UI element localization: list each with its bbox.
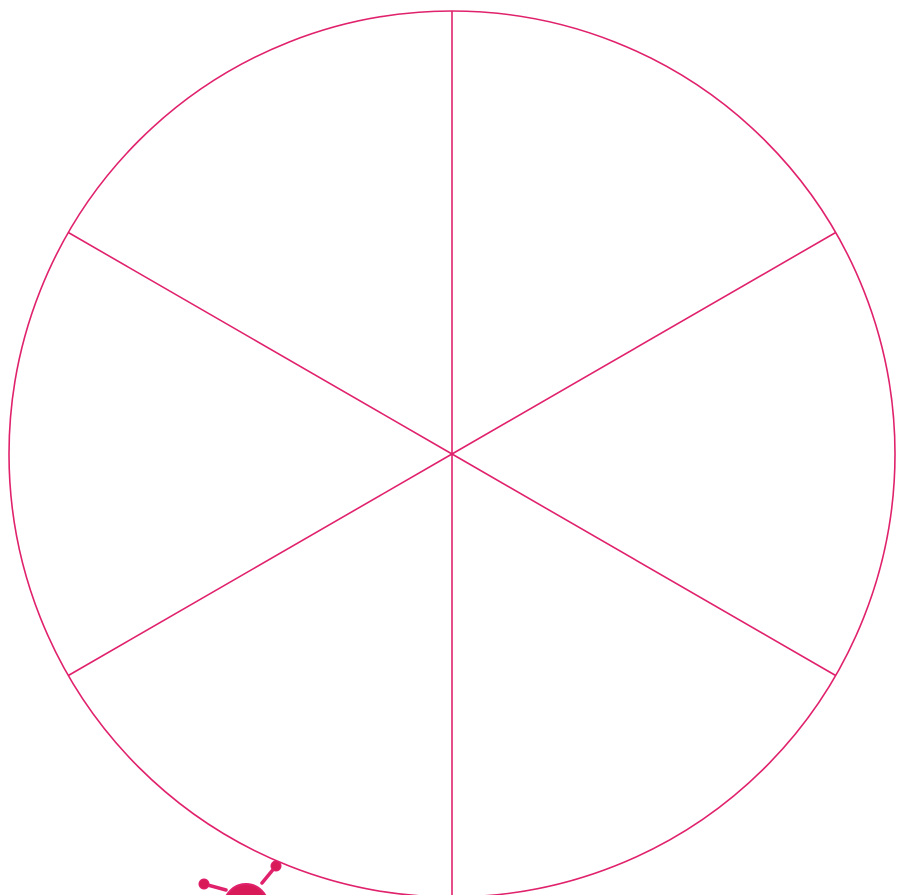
marker-body: [224, 884, 268, 895]
wheel-spoke-6: [68, 233, 452, 455]
marker-antenna-left-tip: [199, 879, 209, 889]
marker-antenna-right-tip: [271, 861, 281, 871]
wheel-spokes: [68, 11, 835, 895]
bug-robot-icon[interactable]: [199, 861, 281, 895]
wheel-spoke-2: [452, 233, 836, 455]
wheel-spoke-5: [68, 454, 452, 676]
wheel-spoke-3: [452, 454, 836, 676]
